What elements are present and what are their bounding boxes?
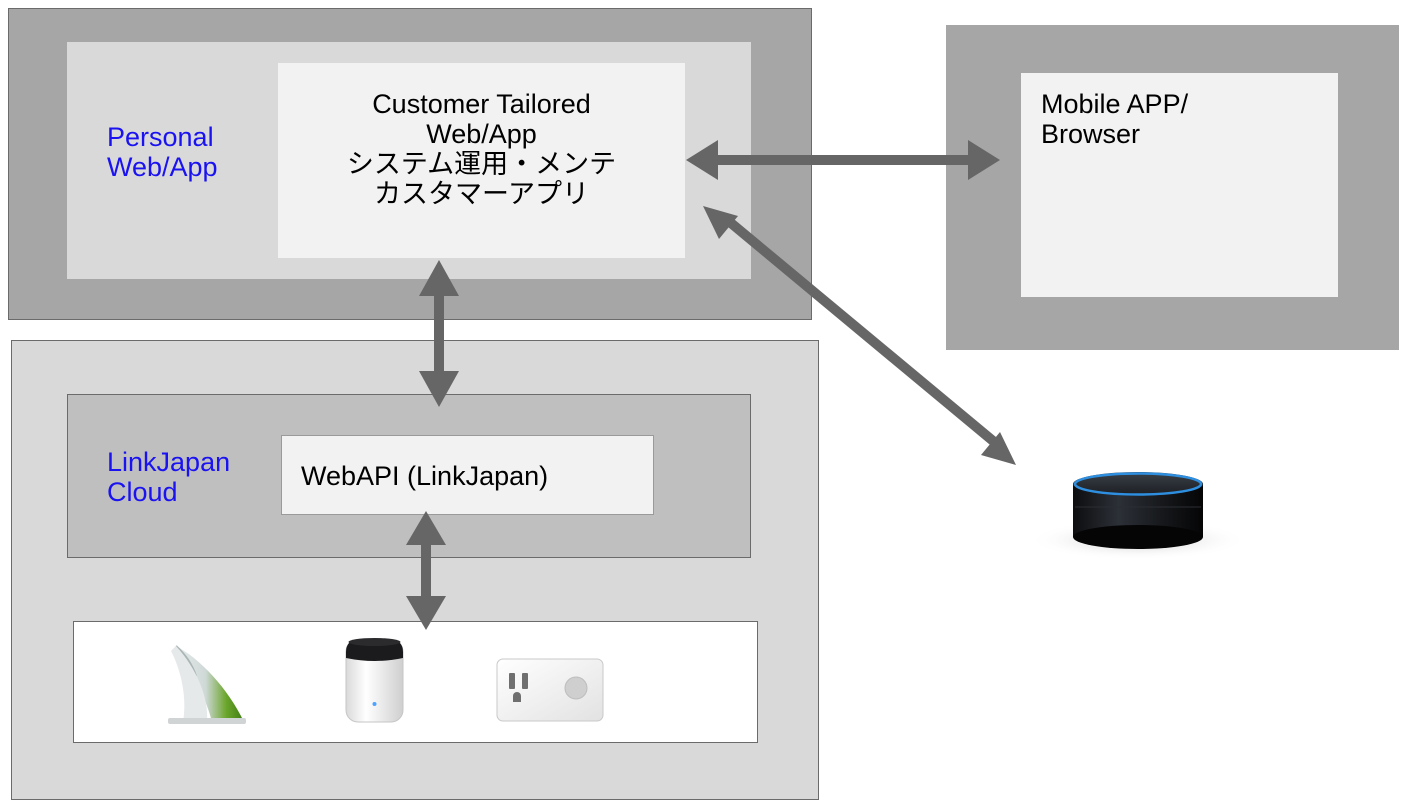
mobile-line-2: Browser — [1041, 119, 1141, 149]
customer-line-2: Web/App — [426, 119, 537, 149]
smart-plug-device-icon — [496, 658, 604, 722]
webapi-box: WebAPI (LinkJapan) — [281, 435, 654, 515]
customer-line-3: システム運用・メンテ — [346, 149, 617, 179]
arrow-customer-mobile — [686, 140, 1000, 180]
arrow-webapi-devices — [406, 511, 446, 630]
linkjapan-cloud-label: LinkJapan Cloud — [107, 447, 230, 507]
air-sensor-device-icon — [168, 645, 246, 724]
mobile-line-1: Mobile APP/ — [1041, 89, 1189, 119]
webapi-label: WebAPI (LinkJapan) — [301, 461, 549, 491]
customer-tailored-box: Customer Tailored Web/App システム運用・メンテ カスタ… — [278, 63, 685, 258]
personal-label-line2: Web/App — [107, 152, 218, 182]
personal-label-line1: Personal — [107, 122, 214, 152]
customer-line-4: カスタマーアプリ — [374, 179, 589, 209]
arrow-customer-speaker — [703, 206, 1016, 465]
arrow-customer-webapi — [419, 260, 459, 407]
mobile-app-browser-box: Mobile APP/ Browser — [1021, 73, 1338, 297]
ir-remote-hub-device-icon — [345, 638, 404, 723]
personal-webapp-label: Personal Web/App — [107, 122, 218, 182]
cloud-label-line1: LinkJapan — [107, 447, 231, 477]
smart-speaker-icon — [1028, 472, 1248, 560]
cloud-label-line2: Cloud — [107, 477, 178, 507]
customer-line-1: Customer Tailored — [372, 89, 591, 119]
